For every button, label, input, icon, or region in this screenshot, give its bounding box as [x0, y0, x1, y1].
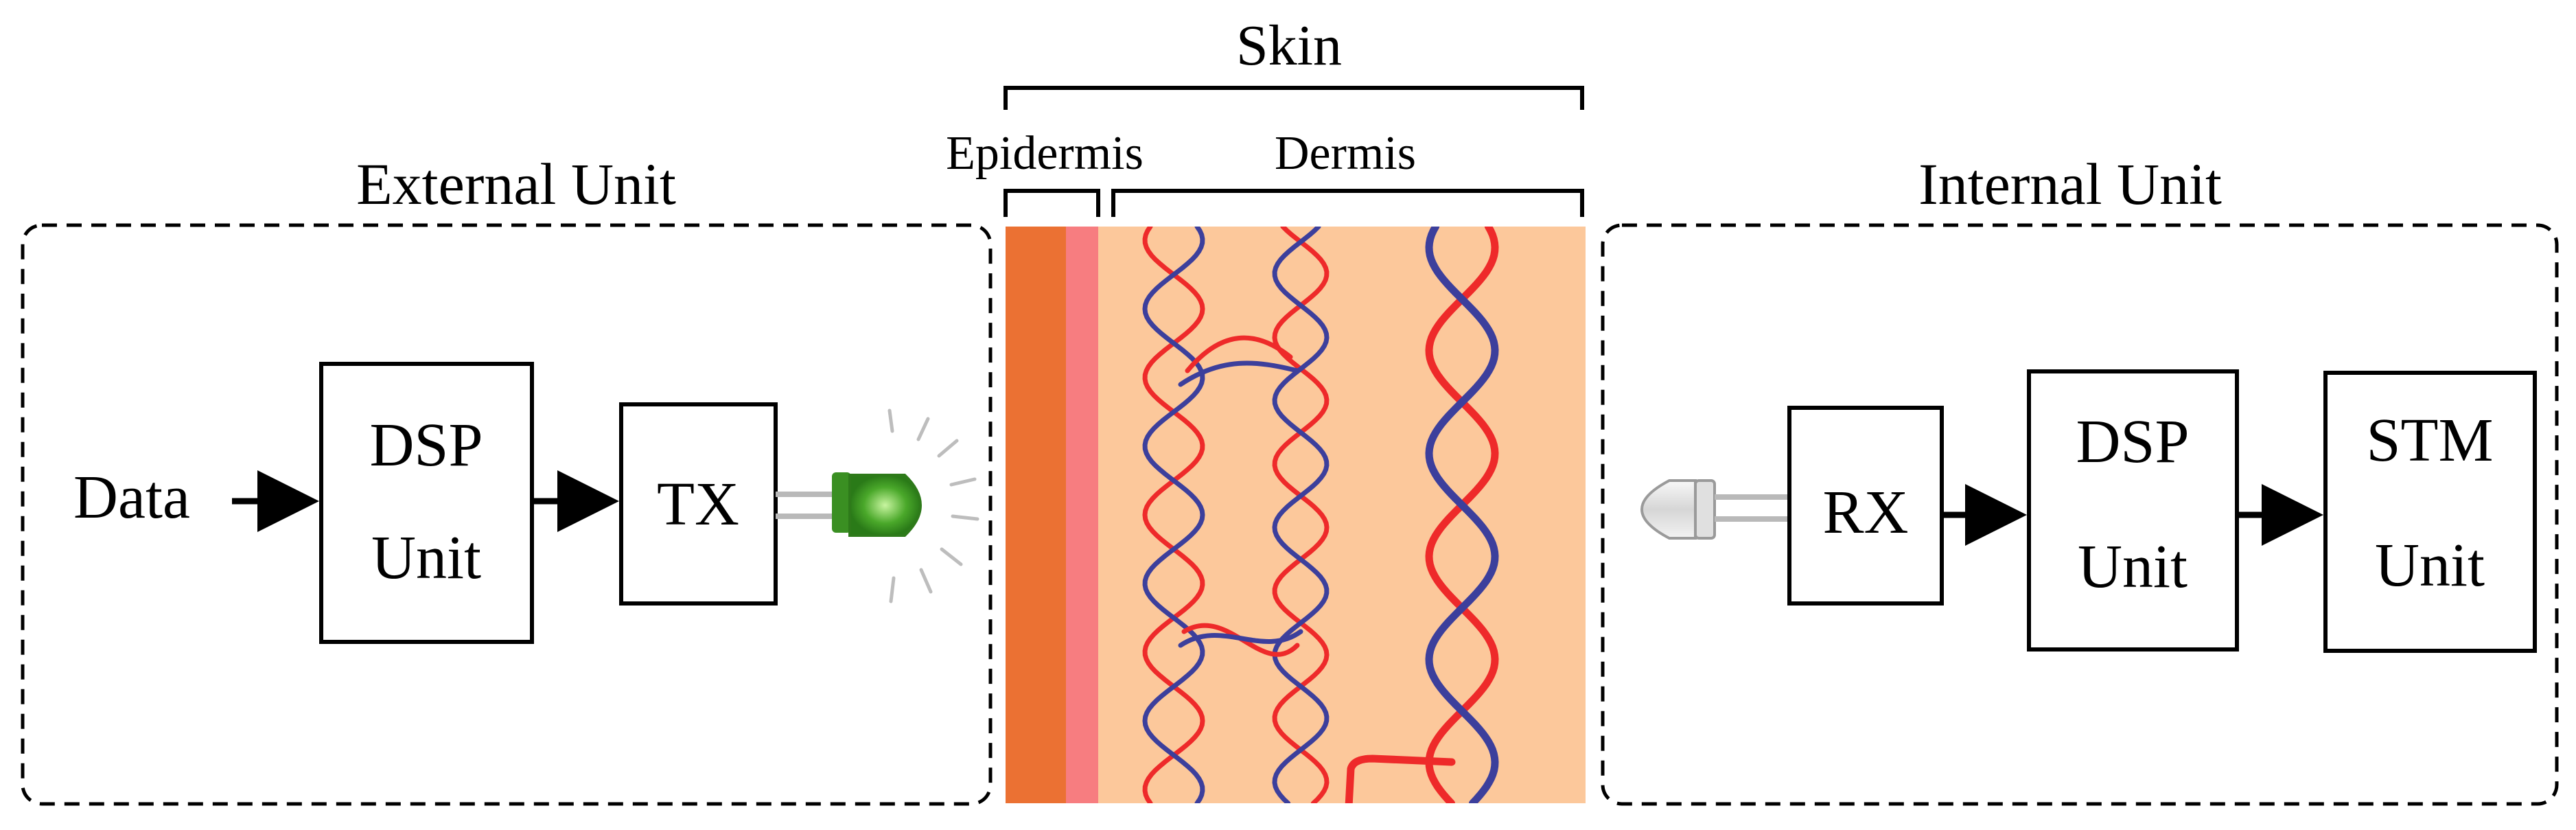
vessel-link-top-blue [1178, 360, 1300, 387]
vessel-strand-1-red [1142, 227, 1205, 803]
vessel-link-bottom-red [1345, 754, 1456, 803]
vessel-link-mid-blue [1178, 629, 1303, 648]
stm-line1: STM [2366, 406, 2493, 474]
epidermis-outer-layer [1006, 227, 1066, 803]
epidermis-label: Epidermis [946, 127, 1144, 180]
green-led-icon [776, 408, 979, 603]
rx-box [1787, 406, 1944, 606]
epidermis-inner-layer [1066, 227, 1098, 803]
external-dsp-unit-box [319, 362, 534, 644]
dermis-layer [1098, 227, 1586, 803]
data-input-label: Data [73, 463, 190, 531]
skin-bracket [1003, 86, 1584, 110]
internal-unit-boundary [1601, 223, 2559, 806]
external-dsp-line1: DSP [369, 411, 483, 479]
internal-unit-title: Internal Unit [1918, 151, 2222, 217]
stm-unit-box [2323, 371, 2537, 653]
tx-box [619, 402, 778, 606]
tx-label: TX [657, 470, 739, 538]
external-dsp-line2: Unit [371, 524, 481, 592]
internal-dsp-line1: DSP [2076, 408, 2189, 476]
vessel-strand-1-blue [1142, 227, 1205, 803]
vessel-link-top-red [1185, 335, 1293, 373]
vessel-strand-2-red [1272, 227, 1330, 803]
external-unit-title: External Unit [356, 151, 676, 217]
dermis-label: Dermis [1275, 127, 1416, 180]
blood-vessels [1142, 227, 1499, 803]
vessel-strand-2-blue [1272, 227, 1330, 803]
epidermis-bracket [1003, 189, 1100, 217]
vessel-strand-3-red [1425, 227, 1499, 803]
clear-led-icon [1640, 479, 1787, 540]
rx-label: RX [1822, 479, 1908, 546]
skin-title: Skin [1236, 14, 1342, 78]
internal-dsp-unit-box [2027, 369, 2239, 652]
stm-line2: Unit [2375, 531, 2485, 599]
internal-dsp-line2: Unit [2078, 533, 2188, 601]
vessel-strand-3-blue [1425, 227, 1499, 803]
dermis-bracket [1111, 189, 1584, 217]
